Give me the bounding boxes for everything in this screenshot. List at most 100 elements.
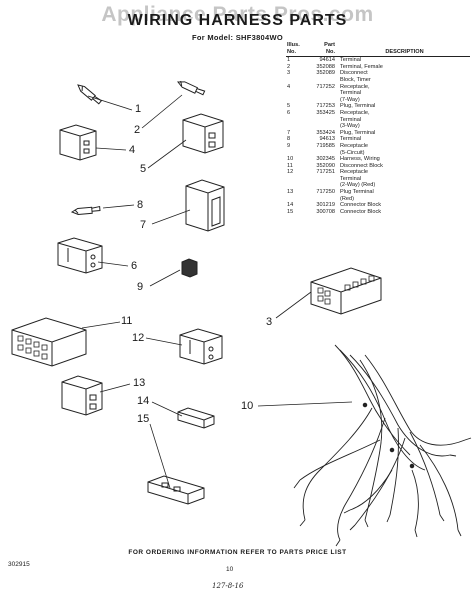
illus-cell: 2	[287, 63, 291, 70]
header-illus: Illus. No.	[286, 42, 306, 58]
table-row: 15 300708 Connector Block	[286, 209, 470, 216]
page-number: 10	[226, 566, 234, 573]
description-cell: Terminal	[340, 136, 362, 143]
illus-cell: 9	[287, 142, 291, 149]
table-header-row: Illus. No. Part No. DESCRIPTION	[286, 42, 470, 58]
part-number-cell: 717251	[316, 169, 335, 176]
illus-cell: 14	[287, 202, 294, 209]
table-row: 5 717253 Plug, Terminal	[286, 103, 470, 110]
illus-cell: 13	[287, 189, 294, 196]
callout-4: 4	[129, 144, 136, 156]
part-number-cell: 719585	[316, 142, 335, 149]
part-number-cell: 300708	[316, 208, 335, 215]
part-number-cell: 352090	[316, 162, 335, 169]
description-cell: Receptacle, Terminal (3-Way)	[340, 109, 370, 130]
receptacle-9-drawing	[181, 258, 198, 278]
part-number-cell: 717250	[316, 189, 335, 196]
document-number: 302915	[8, 561, 30, 568]
part-number-cell: 301219	[316, 202, 335, 209]
illus-cell: 3	[287, 70, 291, 77]
illus-cell: 10	[287, 156, 294, 163]
watermark: Appliance Parts Pros.com	[101, 3, 374, 26]
callout-12: 12	[132, 332, 145, 344]
illus-cell: 8	[287, 136, 291, 143]
table-row: 11 352090 Disconnect Block	[286, 163, 470, 170]
callout-10: 10	[241, 400, 254, 412]
leader-lines	[81, 94, 353, 489]
connector-block-15-drawing	[147, 475, 205, 505]
callout-3: 3	[266, 316, 273, 328]
illus-cell: 4	[287, 83, 291, 90]
illus-cell: 1	[287, 57, 291, 64]
disconnect-block-11-drawing	[11, 317, 87, 367]
plug-5-drawing	[182, 113, 224, 154]
plug-13-drawing	[61, 375, 103, 416]
handwritten-note: 127-8-16	[212, 582, 244, 590]
part-number-cell: 353424	[316, 129, 335, 136]
description-cell: Harness, Wiring	[340, 156, 380, 163]
disconnect-block-3-drawing	[310, 267, 382, 315]
table-row: 4 717252 Receptacle, Terminal (7-Way)	[286, 84, 470, 104]
callout-2: 2	[134, 124, 141, 136]
part-number-cell: 352088	[316, 63, 335, 70]
illus-cell: 5	[287, 103, 291, 110]
receptacle-6-drawing	[57, 237, 103, 274]
header-description: DESCRIPTION	[339, 42, 470, 58]
receptacle-12-drawing	[179, 328, 223, 365]
header-part: Part No.	[306, 42, 339, 58]
description-cell: Disconnect Block, Timer	[340, 70, 371, 83]
callout-14: 14	[137, 395, 150, 407]
terminal-1-drawing	[176, 80, 206, 96]
table-row: 3 352089 Disconnect Block, Timer	[286, 70, 470, 83]
callout-13: 13	[133, 377, 146, 389]
part-number-cell: 353425	[316, 109, 335, 116]
part-number-cell: 717252	[316, 83, 335, 90]
description-cell: Terminal, Female	[340, 63, 383, 70]
callout-11: 11	[121, 315, 133, 327]
illus-cell: 15	[287, 208, 294, 215]
illus-cell: 11	[287, 162, 293, 169]
table-row: 10 302345 Harness, Wiring	[286, 156, 470, 163]
description-cell: Receptacle (5-Circuit)	[340, 142, 368, 156]
table-row: 2 352088 Terminal, Female	[286, 64, 470, 71]
description-cell: Receptacle Terminal (2-Way) (Red)	[340, 169, 376, 189]
description-cell: Connector Block	[340, 208, 382, 215]
callout-6: 6	[131, 260, 138, 272]
description-cell: Plug Terminal (Red)	[340, 189, 374, 202]
callout-5: 5	[140, 163, 147, 175]
part-number-cell: 302345	[316, 156, 335, 163]
description-cell: Plug, Terminal	[340, 103, 376, 110]
callout-9: 9	[137, 281, 144, 293]
callout-1: 1	[135, 103, 142, 115]
part-number-cell: 717253	[316, 103, 335, 110]
callout-8: 8	[137, 199, 144, 211]
callout-7: 7	[140, 219, 147, 231]
table-row: 13 717250 Plug Terminal (Red)	[286, 189, 470, 202]
description-cell: Disconnect Block	[340, 162, 383, 169]
table-row: 8 94613 Terminal	[286, 136, 470, 143]
part-number-cell: 94613	[319, 136, 335, 143]
part-number-cell: 352089	[316, 70, 335, 77]
description-cell: Receptacle, Terminal (7-Way)	[340, 83, 370, 103]
table-row: 14 301219 Connector Block	[286, 202, 470, 209]
illus-cell: 6	[287, 109, 291, 116]
table-row: 6 353425 Receptacle, Terminal (3-Way)	[286, 110, 470, 130]
part-number-cell: 94614	[319, 57, 335, 64]
callout-15: 15	[137, 413, 150, 425]
table-row: 12 717251 Receptacle Terminal (2-Way) (Red…	[286, 169, 470, 189]
table-row: 9 719585 Receptacle (5-Circuit)	[286, 143, 470, 156]
page-title: WIRING HARNESS PARTS	[127, 12, 348, 29]
illus-cell: 12	[287, 169, 294, 176]
description-cell: Plug, Terminal	[340, 129, 376, 136]
terminal-8-drawing	[77, 84, 103, 105]
connector-block-14-drawing	[177, 407, 215, 429]
receptacle-4-drawing	[59, 124, 97, 161]
ordering-note: FOR ORDERING INFORMATION REFER TO PARTS …	[128, 549, 347, 556]
model-subtitle: For Model: SHF3804WO	[191, 33, 283, 42]
description-cell: Connector Block	[340, 202, 382, 209]
